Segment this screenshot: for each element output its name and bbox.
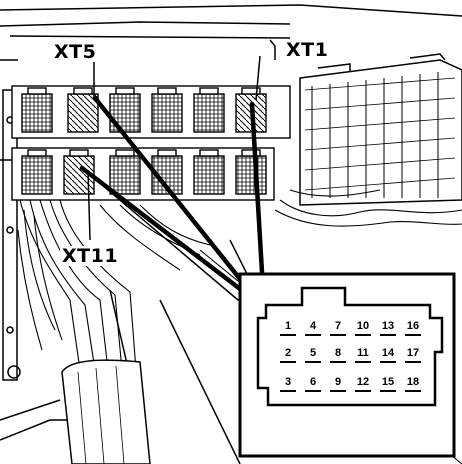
- connector-face-detail: [238, 272, 456, 458]
- connector-latch: [27, 87, 47, 95]
- pin-number-1: 1: [284, 320, 292, 332]
- pin-number-10: 10: [356, 320, 370, 332]
- pin-number-2: 2: [284, 347, 292, 359]
- connector-latch: [157, 87, 177, 95]
- connector-latch: [27, 149, 47, 157]
- pin-number-18: 18: [406, 376, 420, 388]
- pin-number-7: 7: [334, 320, 342, 332]
- connector-block: [21, 155, 53, 195]
- pin-number-15: 15: [381, 376, 395, 388]
- pin-number-17: 17: [406, 347, 420, 359]
- pin-number-16: 16: [406, 320, 420, 332]
- label-pointers: [87, 55, 261, 241]
- pin-markers: [280, 334, 421, 392]
- pin-number-13: 13: [381, 320, 395, 332]
- connector-block: [21, 93, 53, 133]
- connector-latch: [73, 87, 93, 95]
- label-xt11: XT11: [60, 245, 121, 267]
- pin-number-6: 6: [309, 376, 317, 388]
- connector-block: [151, 93, 183, 133]
- connector-latch: [115, 87, 135, 95]
- connector-row-bottom: [11, 147, 275, 201]
- connector-block: [109, 155, 141, 195]
- connector-block: [109, 93, 141, 133]
- label-xt1: XT1: [284, 39, 331, 61]
- connector-block: [235, 155, 267, 195]
- connector-latch: [199, 87, 219, 95]
- connector-latch: [241, 149, 261, 157]
- label-xt5: XT5: [52, 41, 99, 63]
- pin-number-3: 3: [284, 376, 292, 388]
- connector-block: [67, 93, 99, 133]
- connector-latch: [199, 149, 219, 157]
- pin-number-12: 12: [356, 376, 370, 388]
- pin-number-9: 9: [334, 376, 342, 388]
- connector-latch: [69, 149, 89, 157]
- pin-number-14: 14: [381, 347, 395, 359]
- pin-number-11: 11: [357, 347, 369, 359]
- connector-block: [193, 155, 225, 195]
- connector-row-top: [11, 85, 291, 139]
- pin-number-8: 8: [334, 347, 342, 359]
- harness-sleeve: [61, 359, 151, 464]
- leader-lines: [79, 95, 265, 301]
- pin-number-5: 5: [309, 347, 317, 359]
- connector-block: [193, 93, 225, 133]
- connector-latch: [157, 149, 177, 157]
- connector-latch: [115, 149, 135, 157]
- connector-latch: [241, 87, 261, 95]
- control-module: [299, 53, 462, 206]
- pin-number-4: 4: [309, 320, 317, 332]
